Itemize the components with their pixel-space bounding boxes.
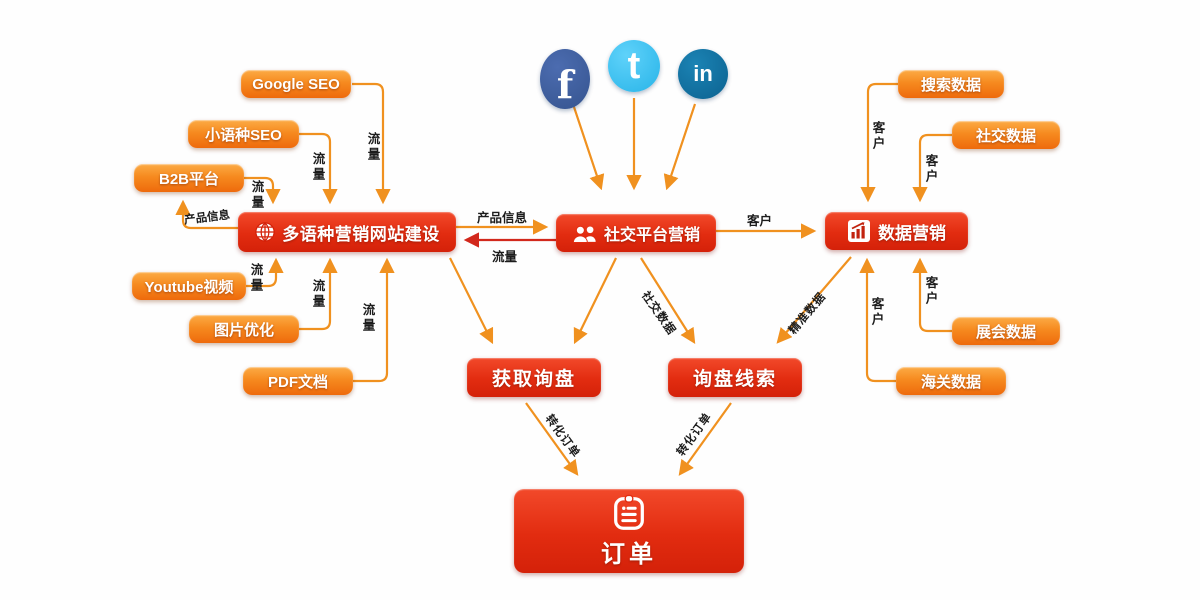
connector-website-to-b2b [175,199,240,230]
linkedin-icon: in [678,49,728,99]
connector-b2b-to-website [244,176,281,205]
node-youtube-video: Youtube视频 [132,272,246,300]
node-b2b-platform-label: B2B平台 [158,170,219,188]
node-customs-data: 海关数据 [896,367,1006,395]
node-inquiry-leads: 询盘线索 [668,358,802,397]
node-social-data-label: 社交数据 [975,127,1036,145]
edge-label-productinfo-center: 产品信息 [477,211,528,225]
node-inquiry-leads-label: 询盘线索 [692,369,777,390]
node-pdf-docs-label: PDF文档 [267,373,328,391]
edge-label-traffic-minorseo: 流量 [310,152,325,183]
edge-label-traffic-youtube: 流量 [248,263,263,294]
connector-youtube-to-website [246,257,284,288]
node-social-data: 社交数据 [952,121,1060,149]
connector-searchdata-to-datamarketing [860,82,898,203]
node-website: 多语种营销网站建设 [238,212,456,252]
node-image-optimization-label: 图片优化 [213,321,274,339]
node-customs-data-label: 海关数据 [920,373,981,391]
node-minor-language-seo: 小语种SEO [188,120,299,148]
connector-datamarketing-to-inquiryleads [776,256,852,344]
node-b2b-platform: B2B平台 [134,164,244,192]
edge-label-traffic-back: 流量 [492,250,518,264]
facebook-icon: f [540,49,590,109]
edge-label-traffic-googleseo: 流量 [365,132,380,163]
node-order-label: 订单 [601,540,657,568]
connector-googleseo-to-website [352,82,391,205]
edge-label-customer-searchdata: 客户 [870,121,885,152]
connector-social-to-inquiryleads [640,257,696,344]
connector-imageopt-to-website [299,257,338,331]
node-pdf-docs: PDF文档 [243,367,353,395]
connector-minorseo-to-website [299,132,338,205]
edge-label-customer-customsdata: 客户 [869,297,884,328]
edge-label-traffic-b2b: 流量 [249,180,264,211]
node-data-marketing: 数据营销 [825,212,968,250]
edge-label-customer-socialdata: 客户 [923,154,938,185]
edge-label-customer-exhibitiondata: 客户 [923,276,938,307]
node-search-data: 搜索数据 [898,70,1004,98]
connector-pdf-to-website [353,257,395,383]
node-website-label: 多语种营销网站建设 [282,224,440,244]
facebook-letter: f [556,61,574,107]
node-search-data-label: 搜索数据 [920,76,981,94]
edge-label-traffic-imageopt: 流量 [310,279,325,310]
edge-label-traffic-pdf: 流量 [360,303,375,334]
connector-website-to-getinquiry [449,257,494,345]
node-data-marketing-label: 数据营销 [878,223,946,243]
connector-inquiryleads-to-order [678,402,732,476]
users-icon [572,225,596,243]
twitter-letter: t [627,44,641,87]
connector-facebook-to-social [571,103,605,191]
connector-linkedin-to-social [663,103,697,191]
node-get-inquiry-label: 获取询盘 [491,369,576,390]
node-google-seo-label: Google SEO [252,75,340,93]
node-get-inquiry: 获取询盘 [467,358,601,397]
chart-icon [848,220,870,242]
connector-getinquiry-to-order [525,402,579,476]
connector-social-to-getinquiry [573,257,617,345]
node-google-seo: Google SEO [241,70,351,98]
node-image-optimization: 图片优化 [189,315,299,343]
node-exhibition-data: 展会数据 [952,317,1060,345]
node-exhibition-data-label: 展会数据 [975,323,1036,341]
node-minor-language-seo-label: 小语种SEO [205,126,282,144]
node-social-marketing: 社交平台营销 [556,214,716,252]
globe-icon [255,222,276,242]
node-order: 订单 [514,489,744,573]
edge-label-customer-center: 客户 [747,214,773,228]
clipboard-icon [614,494,644,530]
linkedin-letter: in [693,61,713,86]
node-youtube-video-label: Youtube视频 [144,278,234,296]
connector-exhibitiondata-to-datamarketing [912,257,952,333]
connector-socialdata-to-datamarketing [912,133,952,203]
twitter-icon: t [608,40,660,92]
connector-customsdata-to-datamarketing [859,257,896,383]
node-social-marketing-label: 社交平台营销 [603,227,700,244]
